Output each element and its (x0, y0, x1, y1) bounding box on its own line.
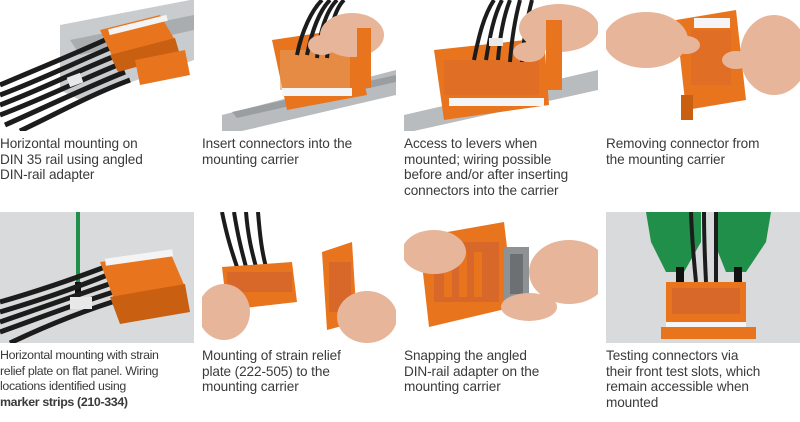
caption-line: their front test slots, which (606, 363, 761, 379)
caption: Mounting of strain relief plate (222-505… (202, 348, 400, 395)
caption-line: mounted (606, 394, 659, 410)
caption: Testing connectors via their front test … (606, 348, 800, 410)
photo-insert-connectors (202, 0, 396, 131)
caption-line: mounting carrier (404, 379, 501, 394)
caption-line: Testing connectors via (606, 348, 739, 363)
caption-line: remain accessible when (606, 379, 749, 394)
caption-bold-line: marker strips (210-334) (0, 394, 128, 409)
caption-line: Snapping the angled (404, 348, 527, 363)
caption: Access to levers when mounted; wiring po… (404, 136, 602, 198)
caption-line: DIN-rail adapter on the (404, 363, 540, 379)
caption-line: the mounting carrier (606, 151, 725, 167)
caption: Horizontal mounting on DIN 35 rail using… (0, 136, 198, 183)
photo-strain-relief-flat (0, 212, 194, 343)
caption-line: DIN 35 rail using angled (0, 151, 143, 167)
caption-line: relief plate on flat panel. Wiring (0, 363, 159, 378)
caption-line: Horizontal mounting with strain (0, 348, 159, 362)
caption-line: Mounting of strain relief (202, 348, 341, 363)
caption: Insert connectors into the mounting carr… (202, 136, 400, 167)
caption-line: Removing connector from (606, 136, 760, 151)
photo-removing-connector (606, 0, 800, 131)
caption-line: Horizontal mounting on (0, 136, 138, 151)
caption: Snapping the angled DIN-rail adapter on … (404, 348, 602, 395)
photo-din-rail-angled (0, 0, 194, 131)
caption-line: Access to levers when (404, 136, 538, 151)
caption-line: connectors into the carrier (404, 182, 559, 198)
caption-line: mounting carrier (202, 379, 299, 394)
caption: Horizontal mounting with strain relief p… (0, 348, 198, 410)
caption-line: plate (222-505) to the (202, 363, 330, 379)
caption-line: before and/or after inserting (404, 167, 569, 182)
caption-line: locations identified using (0, 379, 126, 393)
caption-line: DIN-rail adapter (0, 167, 95, 182)
caption-line: Insert connectors into the (202, 136, 353, 151)
photo-testing-connectors (606, 212, 800, 343)
caption: Removing connector from the mounting car… (606, 136, 800, 167)
caption-line: mounted; wiring possible (404, 151, 552, 167)
photo-mount-strain-relief (202, 212, 396, 343)
caption-line: mounting carrier (202, 151, 299, 167)
photo-snapping-adapter (404, 212, 598, 343)
photo-access-levers (404, 0, 598, 131)
